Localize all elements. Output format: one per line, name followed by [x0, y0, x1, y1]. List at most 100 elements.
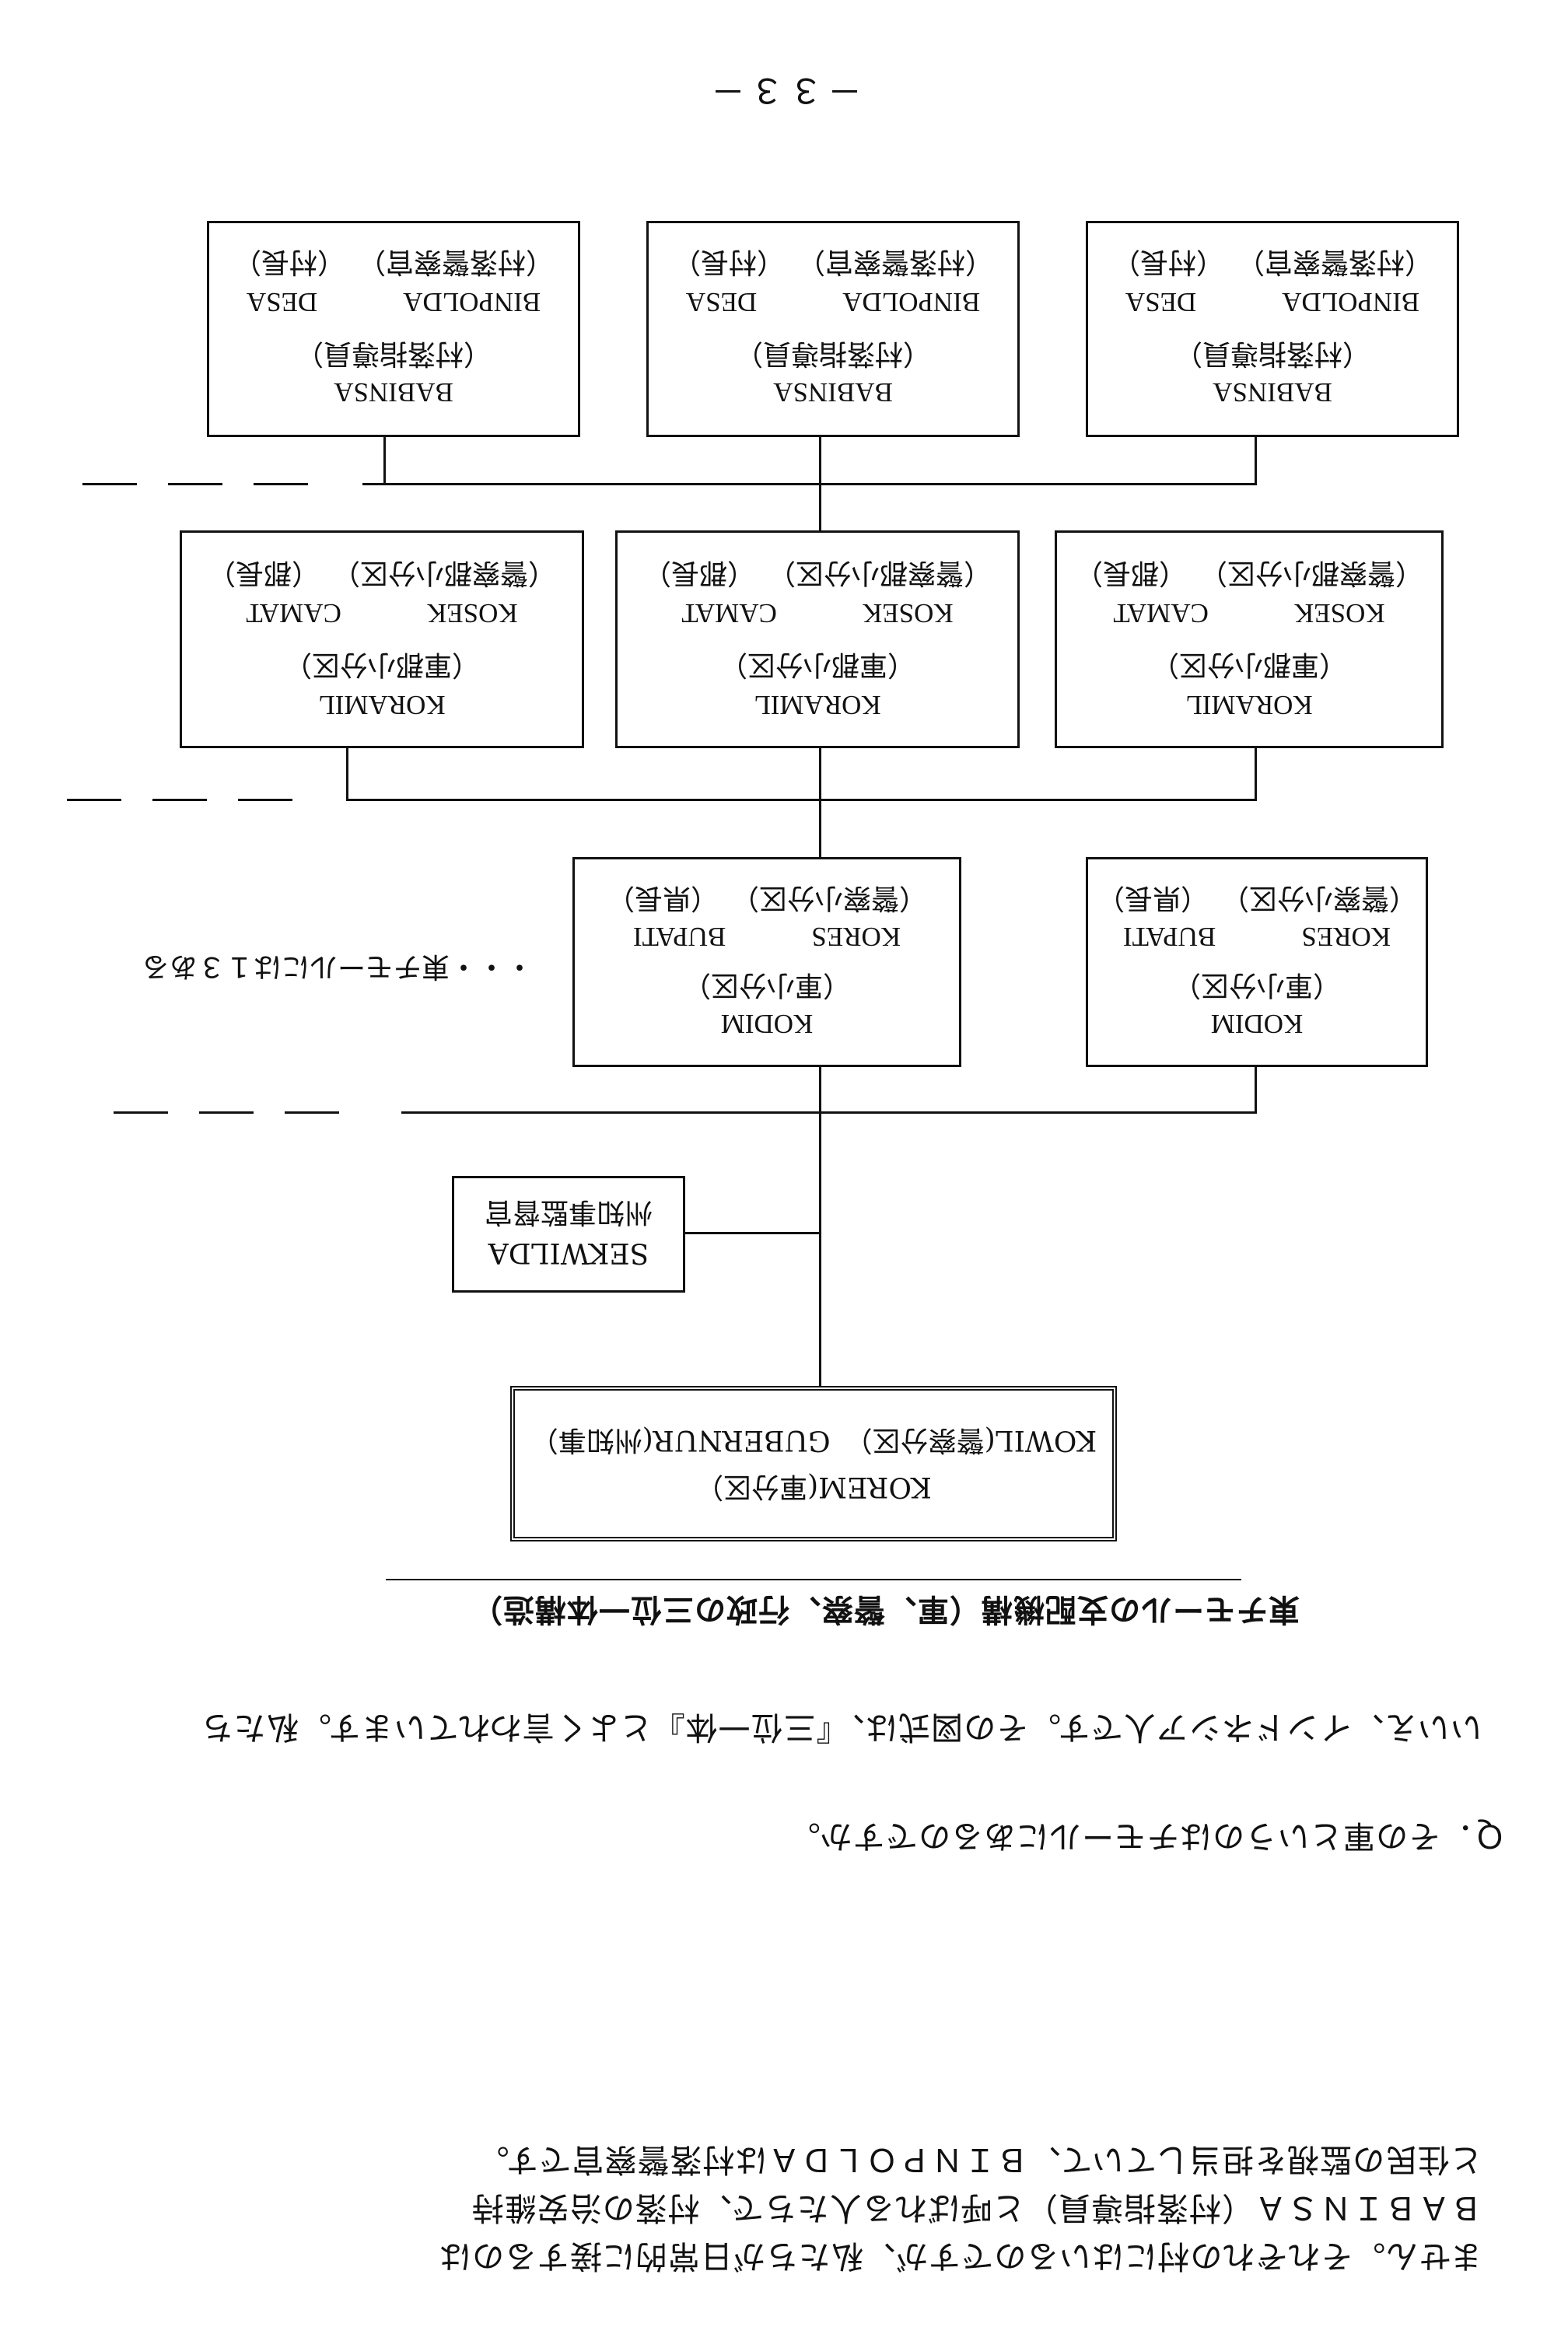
paragraph-line: ません。それぞれの村にはいるのですが、私たちが日常的に接するのは	[439, 2238, 1482, 2275]
level2-drop	[1255, 1067, 1257, 1114]
babinsa-name: BABINSA	[773, 377, 893, 408]
level2-rail	[401, 1111, 1257, 1114]
level3-rail	[347, 799, 1257, 801]
desa-ja: （村長）	[672, 246, 785, 278]
babinsa-en-pair: BINPOLDA DESA	[1088, 282, 1457, 321]
level4-dash	[254, 483, 308, 485]
kodim-en-pair: KORES BUPATI	[1088, 917, 1426, 956]
kodim-ja: （軍小分区）	[683, 969, 852, 1001]
koramil-ja-pair: （警察郡小分区） （郡長）	[618, 553, 1017, 592]
camat-ja: （郡長）	[207, 557, 320, 589]
question-text: Ｑ．その軍というのはチモールにあるのですか。	[106, 1812, 1506, 1860]
kodim-name: KODIM	[720, 1009, 814, 1039]
bupati-ja: （県長）	[1096, 882, 1209, 914]
binpolda-ja: （村落警察官）	[1237, 246, 1433, 278]
koramil-ja: （軍郡小分区）	[284, 649, 481, 681]
side-connector	[685, 1232, 821, 1234]
koramil-en-pair: KOSEK CAMAT	[182, 593, 582, 632]
babinsa-box: BABINSA （村落指導員） BINPOLDA DESA （村落警察官） （村…	[646, 221, 1020, 437]
babinsa-ja: （村落指導員）	[296, 338, 492, 369]
koramil-box: KORAMIL （軍郡小分区） KOSEK CAMAT （警察郡小分区） （郡長…	[615, 530, 1020, 748]
answer-paragraph: いいえ、インドネシア人です。その図式は、『三位一体』とよく言われています。私たち	[82, 1703, 1482, 1751]
trunk-connector-2	[819, 748, 821, 857]
kodim-ja: （軍小分区）	[1173, 969, 1342, 1001]
top-box-line1: KOREM(軍分区）	[695, 1471, 932, 1503]
koramil-en-pair: KOSEK CAMAT	[618, 593, 1017, 632]
kosek-label: KOSEK	[862, 598, 954, 628]
level4-dash	[82, 483, 137, 485]
camat-ja: （郡長）	[642, 557, 755, 589]
top-command-box: KOREM(軍分区） KOWIL(警察分区） GUBERNUR(州知事）	[510, 1386, 1117, 1541]
babinsa-box: BABINSA （村落指導員） BINPOLDA DESA （村落警察官） （村…	[1086, 221, 1459, 437]
koramil-box: KORAMIL （軍郡小分区） KOSEK CAMAT （警察郡小分区） （郡長…	[180, 530, 584, 748]
level2-dash	[285, 1111, 339, 1114]
paragraph-line: ＢＡＢＩＮＳＡ（村落指導員）と呼ばれる人たちで、村落の治安維持	[471, 2189, 1482, 2227]
page-number: －３３－	[706, 70, 862, 110]
babinsa-en-pair: BINPOLDA DESA	[649, 282, 1017, 321]
level2-note: ・・・東チモールには１３ある	[141, 950, 534, 982]
babinsa-ja: （村落指導員）	[1174, 338, 1371, 369]
koramil-name: KORAMIL	[1185, 690, 1313, 720]
level4-dash	[168, 483, 222, 485]
koramil-ja: （軍郡小分区）	[1151, 649, 1348, 681]
kosek-label: KOSEK	[1293, 598, 1385, 628]
koramil-box: KORAMIL （軍郡小分区） KOSEK CAMAT （警察郡小分区） （郡長…	[1055, 530, 1444, 748]
koramil-ja-pair: （警察郡小分区） （郡長）	[1057, 553, 1441, 592]
kores-label: KORES	[1301, 922, 1391, 952]
bupati-label: BUPATI	[1122, 922, 1216, 952]
kosek-ja: （警察郡小分区）	[332, 557, 557, 589]
desa-label: DESA	[685, 287, 758, 317]
body-paragraph: ません。それぞれの村にはいるのですが、私たちが日常的に接するのは ＢＡＢＩＮＳＡ…	[82, 2136, 1482, 2280]
koramil-en-pair: KOSEK CAMAT	[1057, 593, 1441, 632]
level3-drop	[346, 748, 348, 801]
caption-underline	[386, 1579, 1241, 1580]
level2-dash	[199, 1111, 254, 1114]
camat-ja: （郡長）	[1074, 557, 1187, 589]
kosek-label: KOSEK	[426, 598, 518, 628]
sekwilda-en: SEKWILDA	[488, 1237, 649, 1268]
kodim-en-pair: KORES BUPATI	[575, 917, 959, 956]
babinsa-ja-pair: （村落警察官） （村長）	[649, 242, 1017, 281]
level3-dash	[152, 799, 207, 801]
kores-label: KORES	[811, 922, 901, 952]
koramil-name: KORAMIL	[754, 690, 881, 720]
level3-dash	[238, 799, 292, 801]
sekwilda-ja: 州知事監督官	[485, 1196, 653, 1228]
binpolda-label: BINPOLDA	[1282, 287, 1420, 317]
kodim-box: KODIM （軍小分区） KORES BUPATI （警察小分区） （県長）	[1086, 857, 1428, 1067]
koramil-ja-pair: （警察郡小分区） （郡長）	[182, 553, 582, 592]
bupati-label: BUPATI	[632, 922, 726, 952]
camat-label: CAMAT	[246, 598, 341, 628]
babinsa-ja-pair: （村落警察官） （村長）	[209, 242, 578, 281]
desa-ja: （村長）	[1111, 246, 1224, 278]
top-box-line2: KOWIL(警察分区） GUBERNUR(州知事）	[530, 1424, 1097, 1456]
babinsa-en-pair: BINPOLDA DESA	[209, 282, 578, 321]
koramil-ja: （軍郡小分区）	[719, 649, 916, 681]
koramil-name: KORAMIL	[318, 690, 446, 720]
sekwilda-box: SEKWILDA 州知事監督官	[452, 1176, 685, 1293]
level4-rail	[362, 483, 1257, 485]
chart-caption: 東チモールの支配機構（軍、警察、行政の三位一体構造）	[471, 1591, 1300, 1628]
level4-drop	[383, 437, 386, 485]
binpolda-ja: （村落警察官）	[358, 246, 555, 278]
kosek-ja: （警察郡小分区）	[768, 557, 992, 589]
kores-ja: （警察小分区）	[731, 882, 928, 914]
babinsa-box: BABINSA （村落指導員） BINPOLDA DESA （村落警察官） （村…	[207, 221, 580, 437]
kosek-ja: （警察郡小分区）	[1199, 557, 1424, 589]
camat-label: CAMAT	[1113, 598, 1209, 628]
level2-dash	[114, 1111, 168, 1114]
binpolda-label: BINPOLDA	[403, 287, 541, 317]
babinsa-name: BABINSA	[1213, 377, 1332, 408]
binpolda-label: BINPOLDA	[842, 287, 981, 317]
babinsa-ja-pair: （村落警察官） （村長）	[1088, 242, 1457, 281]
babinsa-ja: （村落指導員）	[735, 338, 932, 369]
babinsa-name: BABINSA	[334, 377, 453, 408]
desa-label: DESA	[1125, 287, 1197, 317]
camat-label: CAMAT	[681, 598, 777, 628]
question-line: Ｑ．その軍というのはチモールにあるのですか。	[787, 1818, 1506, 1855]
level3-dash	[67, 799, 121, 801]
kodim-ja-pair: （警察小分区） （県長）	[575, 878, 959, 917]
answer-line: いいえ、インドネシア人です。その図式は、『三位一体』とよく言われています。私たち	[200, 1709, 1482, 1746]
binpolda-ja: （村落警察官）	[797, 246, 994, 278]
